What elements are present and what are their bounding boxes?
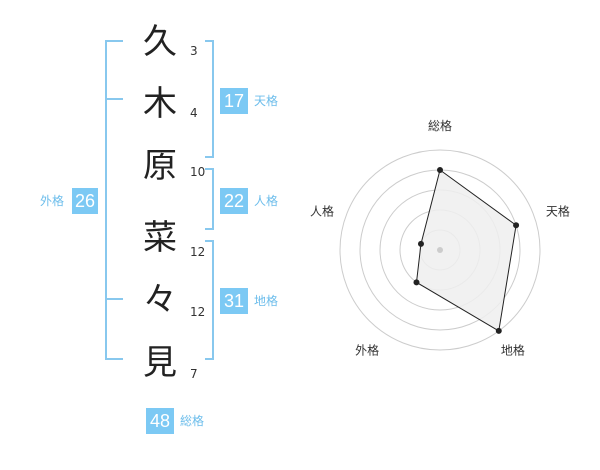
radar-axis-label-5: 人格	[310, 204, 334, 219]
radar-axis-label-3: 地格	[501, 342, 525, 357]
jinkaku-bracket-bottom	[205, 228, 214, 230]
soukaku-value-badge: 48	[146, 408, 174, 434]
gaikaku-bracket-top	[105, 40, 123, 42]
name-char-1: 久	[143, 22, 177, 62]
stroke-count-3: 10	[190, 165, 206, 179]
stroke-count-4: 12	[190, 245, 206, 259]
stroke-count-6: 7	[190, 367, 198, 381]
chikaku-bracket-top	[205, 240, 214, 242]
radar-point-5	[417, 240, 424, 247]
jinkaku-label: 人格	[254, 194, 279, 208]
stroke-count-1: 3	[190, 44, 198, 58]
radar-ring-5	[339, 149, 541, 351]
tenkaku-label: 天格	[254, 94, 279, 108]
chikaku-bracket-vertical	[212, 240, 214, 360]
gaikaku-bracket-tick-lower	[105, 298, 123, 300]
chikaku-label: 地格	[254, 294, 279, 308]
gaikaku-value-badge: 26	[72, 188, 98, 214]
jinkaku-value-badge: 22	[220, 188, 248, 214]
gaikaku-bracket-vertical	[105, 40, 107, 360]
radar-axis-label-2: 天格	[546, 204, 570, 219]
radar-axis-label-4: 外格	[355, 342, 379, 357]
jinkaku-bracket-top	[205, 168, 214, 170]
radar-center-dot	[437, 247, 443, 253]
tenkaku-value-badge: 17	[220, 88, 248, 114]
gaikaku-bracket-bottom	[105, 358, 123, 360]
name-char-3: 原	[143, 146, 177, 186]
radar-point-4	[413, 279, 420, 286]
soukaku-label: 総格	[180, 414, 205, 428]
chikaku-bracket-bottom	[205, 358, 214, 360]
radar-point-2	[513, 222, 520, 229]
jinkaku-bracket-vertical	[212, 168, 214, 230]
name-char-2: 木	[143, 84, 177, 124]
radar-axis-label-1: 総格	[428, 118, 452, 133]
name-char-4: 菜	[143, 218, 177, 258]
radar-point-1	[437, 167, 443, 173]
gaikaku-label: 外格	[40, 194, 65, 208]
tenkaku-bracket-vertical	[212, 40, 214, 158]
stroke-count-5: 12	[190, 305, 206, 319]
name-char-6: 見	[143, 343, 177, 383]
chikaku-value-badge: 31	[220, 288, 248, 314]
tenkaku-bracket-bottom	[205, 156, 214, 158]
gaikaku-bracket-tick-upper	[105, 98, 123, 100]
name-char-5: 々	[143, 280, 177, 320]
stroke-count-2: 4	[190, 106, 198, 120]
tenkaku-bracket-top	[205, 40, 214, 42]
radar-polygon	[415, 169, 517, 332]
radar-point-3	[495, 327, 502, 334]
